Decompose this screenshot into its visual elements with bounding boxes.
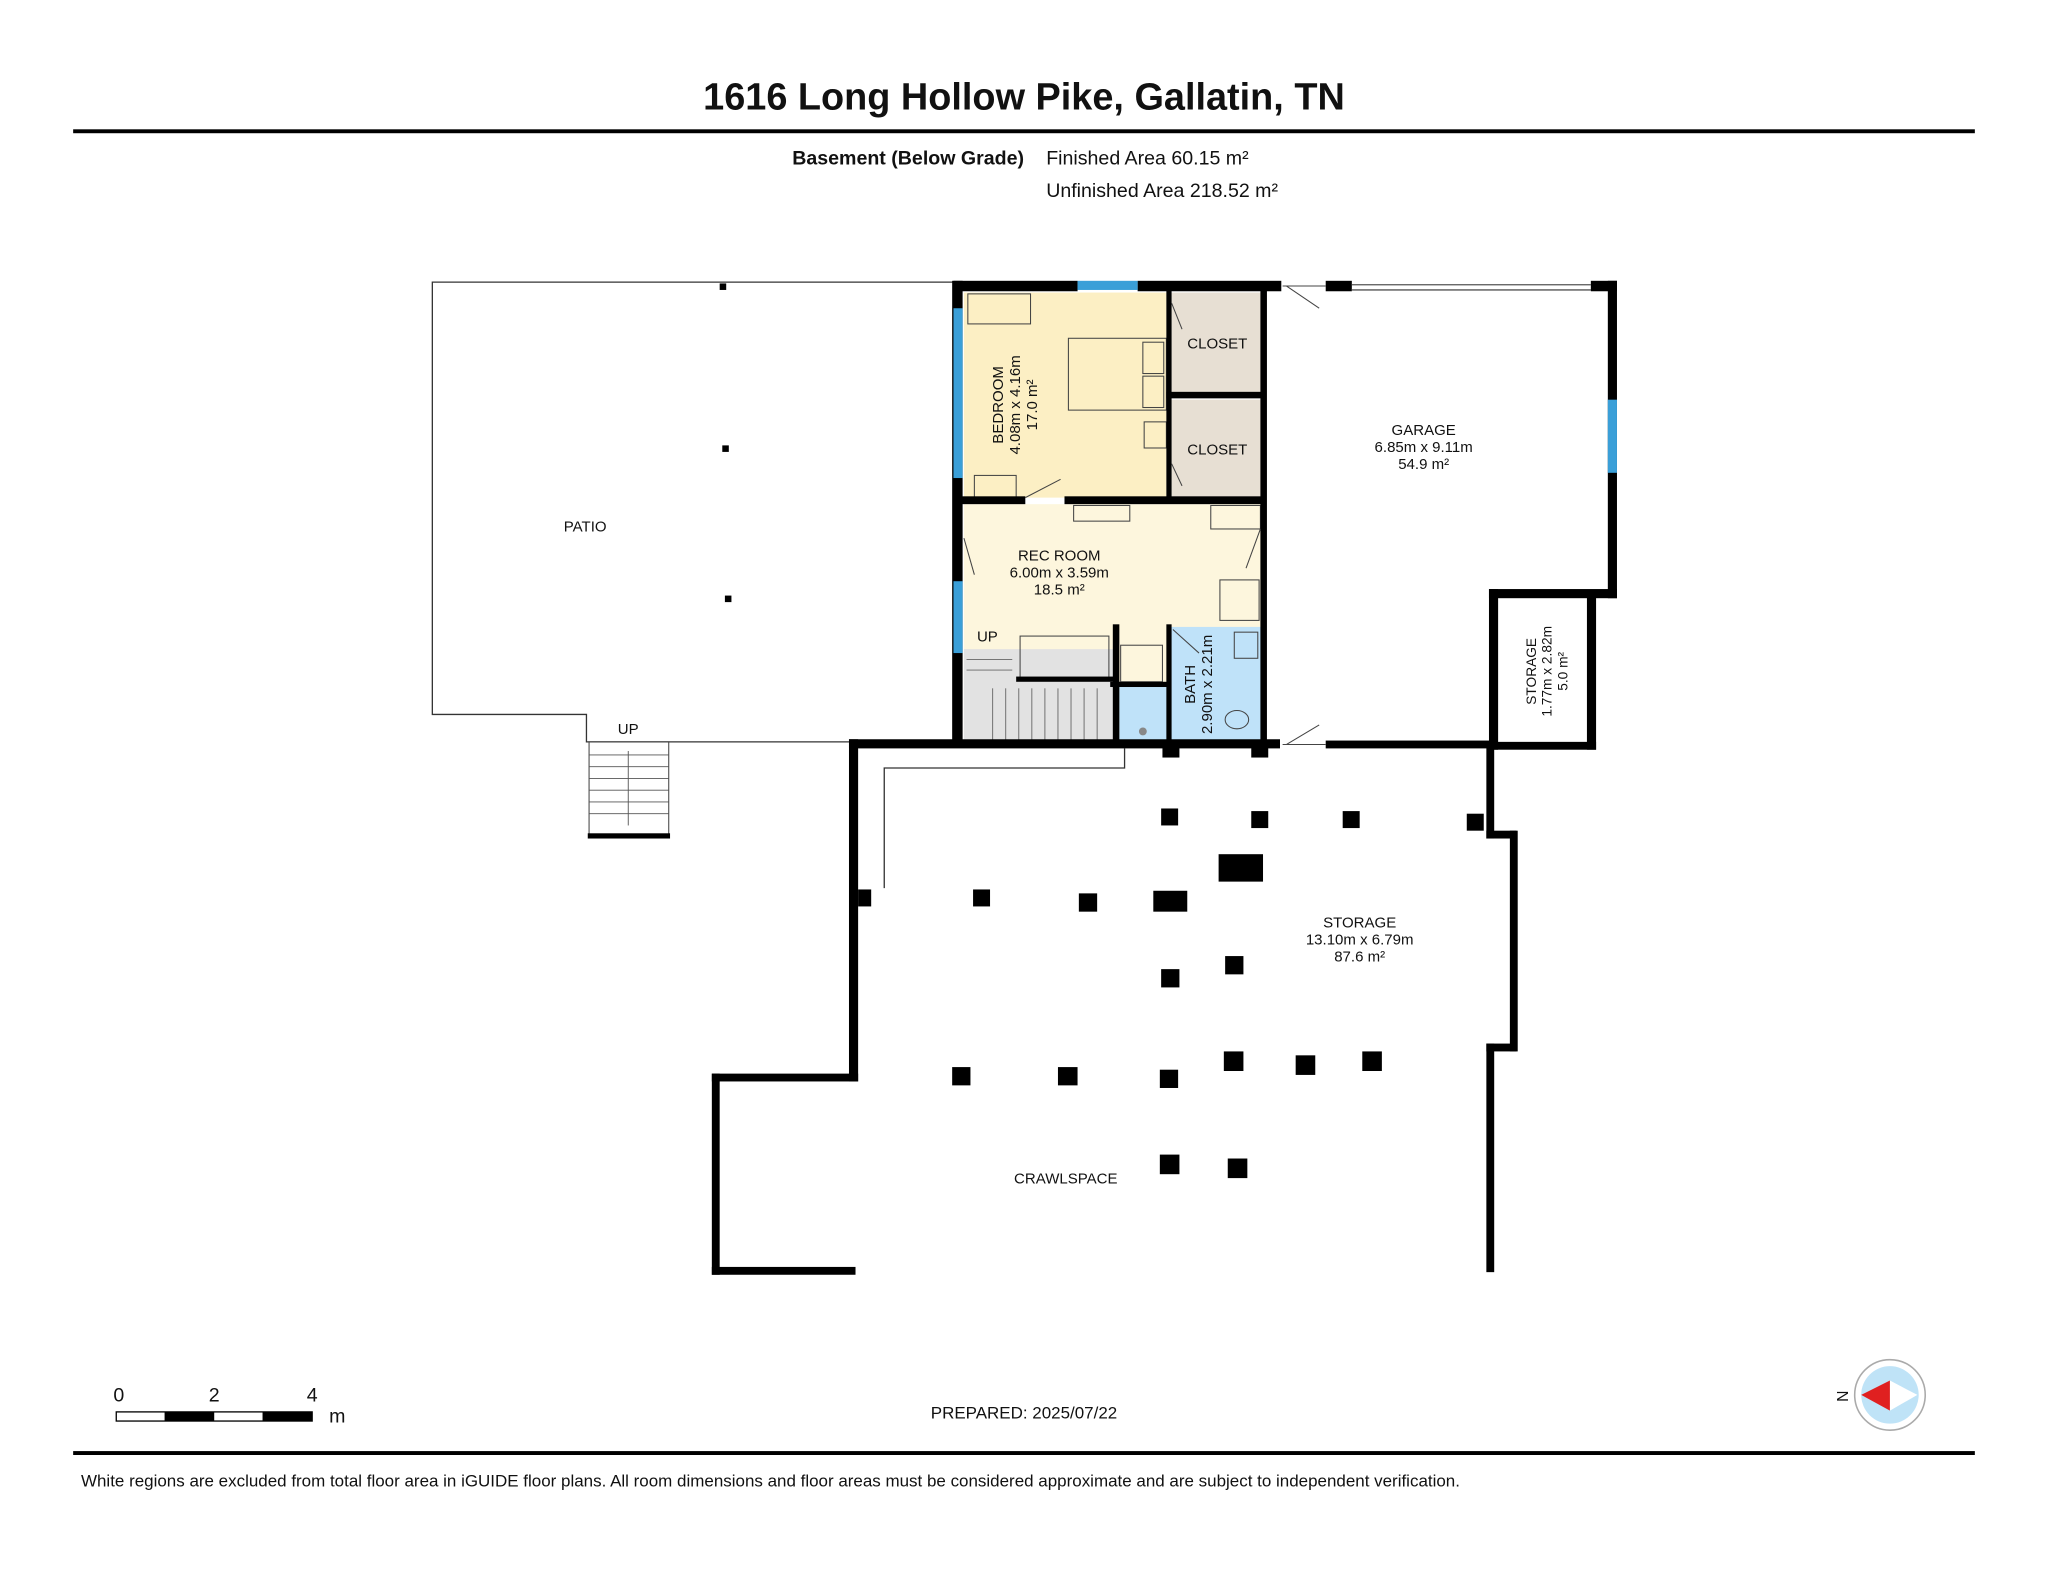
rec-room-dims: 6.00m x 3.59m xyxy=(1010,564,1109,581)
scale-tick-0: 0 xyxy=(113,1384,124,1406)
header-divider xyxy=(73,129,1975,134)
scale-bar: 0 2 4 m xyxy=(113,1384,345,1427)
bedroom-floor xyxy=(963,292,1167,498)
doors xyxy=(963,285,1326,746)
patio-up-label: UP xyxy=(618,721,639,738)
storage-small-area: 5.0 m² xyxy=(1555,651,1570,690)
room-bedroom: BEDROOM 4.08m x 4.16m 17.0 m² xyxy=(990,355,1041,454)
finished-area: Finished Area 60.15 m² xyxy=(1046,148,1249,170)
rec-room-area: 18.5 m² xyxy=(1034,581,1085,598)
window xyxy=(953,581,963,654)
prepared-date: PREPARED: 2025/07/22 xyxy=(931,1403,1117,1422)
closet-1-floor xyxy=(1171,292,1264,394)
room-storage-small: STORAGE 1.77m x 2.82m 5.0 m² xyxy=(1524,626,1570,717)
stairs-floor xyxy=(963,649,1115,741)
bedroom-label: BEDROOM xyxy=(990,366,1007,444)
storage-large-dims: 13.10m x 6.79m xyxy=(1306,931,1414,948)
support-columns xyxy=(858,741,1484,1179)
bath-label: BATH xyxy=(1182,665,1199,704)
furniture xyxy=(966,293,1261,741)
compass-north-label: N xyxy=(1835,1391,1852,1402)
storage-small-label: STORAGE xyxy=(1524,638,1539,705)
bath-floor xyxy=(1170,626,1264,741)
page-title: 1616 Long Hollow Pike, Gallatin, TN xyxy=(703,77,1345,119)
patio-label: PATIO xyxy=(564,519,607,536)
closet-1-label: CLOSET xyxy=(1187,336,1247,353)
room-garage: GARAGE 6.85m x 9.11m 54.9 m² xyxy=(1375,422,1473,473)
north-compass-icon: N xyxy=(1835,1358,1926,1431)
bedroom-dims: 4.08m x 4.16m xyxy=(1007,355,1024,454)
crawlspace-label: CRAWLSPACE xyxy=(1014,1170,1117,1187)
walls xyxy=(711,280,1617,1275)
garage-area: 54.9 m² xyxy=(1398,456,1449,473)
patio: PATIO UP xyxy=(431,281,954,839)
rec-room-up-label: UP xyxy=(977,628,998,645)
disclaimer: White regions are excluded from total fl… xyxy=(81,1471,1460,1490)
room-rec-room: REC ROOM 6.00m x 3.59m 18.5 m² UP xyxy=(977,547,1109,645)
storage-large-label: STORAGE xyxy=(1323,914,1396,931)
room-storage-large: STORAGE 13.10m x 6.79m 87.6 m² xyxy=(1306,914,1414,965)
patio-stairs xyxy=(587,741,671,839)
room-bath: BATH 2.90m x 2.21m xyxy=(1182,635,1216,734)
scale-unit: m xyxy=(329,1405,345,1427)
bath-dims: 2.90m x 2.21m xyxy=(1199,635,1216,734)
garage-label: GARAGE xyxy=(1392,422,1456,439)
scale-tick-4: 4 xyxy=(307,1384,318,1406)
rec-room-label: REC ROOM xyxy=(1018,547,1101,564)
bedroom-area: 17.0 m² xyxy=(1024,379,1041,430)
footer-divider xyxy=(73,1451,1975,1456)
window xyxy=(1077,280,1138,290)
level-label: Basement (Below Grade) xyxy=(792,148,1024,170)
scale-tick-2: 2 xyxy=(209,1384,220,1406)
storage-large-area: 87.6 m² xyxy=(1334,948,1385,965)
window xyxy=(953,308,963,479)
window xyxy=(1607,399,1617,473)
closet-2-floor xyxy=(1171,399,1264,498)
closet-2-label: CLOSET xyxy=(1187,442,1247,459)
storage-small-dims: 1.77m x 2.82m xyxy=(1540,626,1555,717)
garage-dims: 6.85m x 9.11m xyxy=(1375,439,1473,456)
unfinished-area: Unfinished Area 218.52 m² xyxy=(1046,180,1278,202)
